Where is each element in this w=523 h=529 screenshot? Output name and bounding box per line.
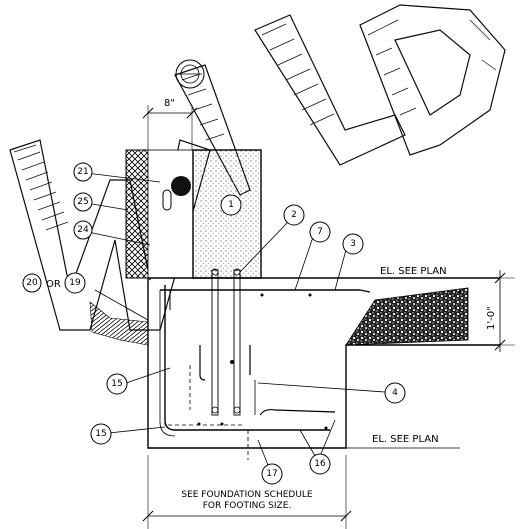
svg-text:1: 1 [228, 200, 234, 210]
callout-15-lower: 15 [90, 423, 112, 445]
elevation-top: EL. SEE PLAN [355, 266, 460, 279]
elevation-top-label: EL. SEE PLAN [380, 266, 447, 277]
svg-text:19: 19 [69, 278, 81, 288]
callout-25: 25 [73, 192, 93, 212]
top-rebar-hook [359, 289, 371, 293]
wall-sheathing [147, 149, 194, 279]
svg-text:17: 17 [266, 469, 277, 479]
callout-1: 1 [220, 194, 242, 216]
svg-text:3: 3 [350, 239, 356, 249]
callout-24: 24 [73, 220, 93, 240]
callout-20: 20 [22, 273, 42, 293]
svg-text:24: 24 [77, 225, 89, 235]
soil-fill [89, 301, 149, 346]
gravel-fill [345, 287, 469, 346]
or-label: OR [46, 279, 61, 290]
anchor-detail-marker [175, 59, 205, 89]
callout-16: 16 [309, 453, 331, 475]
pipe-sleeve [171, 176, 191, 196]
note-line-2: FOR FOOTING SIZE. [203, 501, 292, 511]
svg-text:4: 4 [392, 388, 398, 398]
callout-21: 21 [73, 162, 93, 182]
svg-text:15: 15 [95, 429, 106, 439]
elevation-bottom-label: EL. SEE PLAN [372, 434, 439, 445]
callout-7: 7 [309, 221, 331, 243]
callout-15-upper: 15 [106, 373, 128, 395]
dowel-bars [199, 345, 251, 381]
callout-3: 3 [342, 233, 364, 255]
watermark [9, 4, 506, 331]
svg-text:2: 2 [291, 210, 297, 220]
svg-text:7: 7 [317, 227, 323, 237]
footing-rebar-u [164, 285, 330, 431]
dashed-bars [164, 365, 245, 426]
svg-text:21: 21 [77, 167, 88, 177]
elevation-bottom: EL. SEE PLAN [346, 434, 460, 449]
svg-text:20: 20 [26, 278, 38, 288]
svg-text:25: 25 [77, 197, 88, 207]
footing-depth-dimension: 1'-0" [470, 270, 515, 352]
note-line-1: SEE FOUNDATION SCHEDULE [181, 490, 313, 500]
callout-4: 4 [384, 382, 406, 404]
footing-depth-label: 1'-0" [486, 306, 497, 330]
anchor-bolts [211, 268, 241, 416]
grade-line [94, 289, 149, 321]
callout-17: 17 [261, 463, 283, 485]
wall-width-label: 8" [164, 98, 175, 109]
svg-text:16: 16 [314, 459, 326, 469]
exterior-insulation [125, 149, 149, 279]
callout-2: 2 [283, 204, 305, 226]
callout-19: 19 [64, 272, 86, 294]
svg-text:15: 15 [111, 379, 122, 389]
footing-width-dimension [142, 455, 352, 529]
vent-slot [162, 189, 172, 211]
